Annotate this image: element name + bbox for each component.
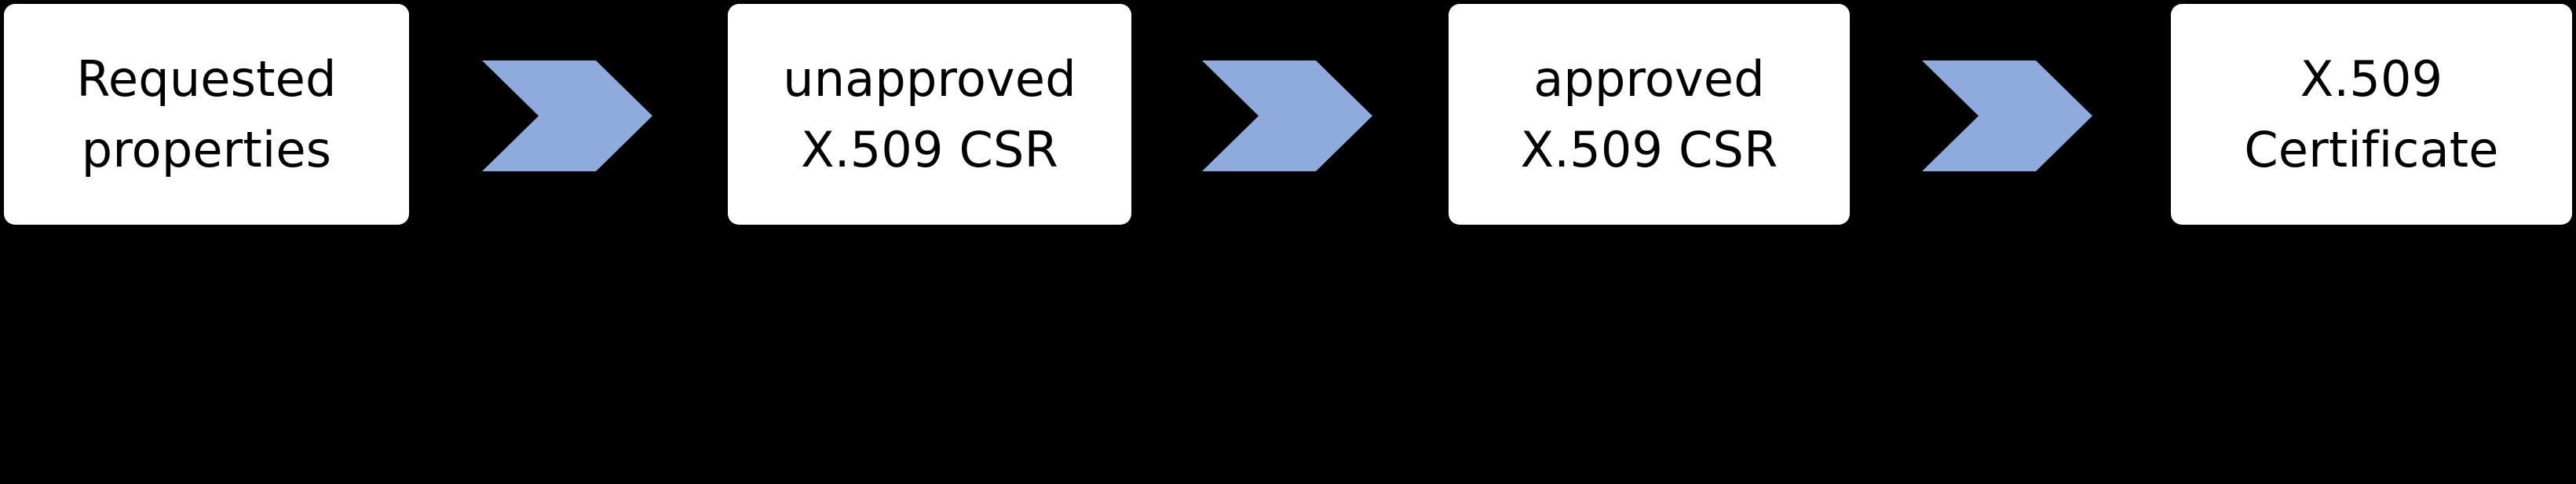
flow-node-label-line2: properties — [81, 120, 332, 178]
chevron-right-arrow-icon — [1202, 60, 1372, 171]
flow-node-approved-csr[interactable]: approved X.509 CSR — [1449, 4, 1850, 225]
flow-node-label-line2: X.509 CSR — [1520, 120, 1778, 178]
flow-node-unapproved-csr[interactable]: unapproved X.509 CSR — [728, 4, 1131, 225]
flow-node-label-line1: X.509 — [2300, 50, 2443, 108]
flow-node-label-line2: Certificate — [2244, 120, 2499, 178]
chevron-right-arrow-icon — [1922, 60, 2092, 171]
flow-node-label-line1: unapproved — [783, 50, 1076, 108]
flow-node-requested-properties[interactable]: Requested properties — [4, 4, 409, 225]
flow-node-label-line1: approved — [1533, 50, 1765, 108]
flow-node-label-line2: X.509 CSR — [801, 120, 1058, 178]
flow-node-label-line1: Requested — [76, 50, 337, 108]
chevron-right-arrow-icon — [482, 60, 652, 171]
flow-node-x509-certificate[interactable]: X.509 Certificate — [2171, 4, 2572, 225]
